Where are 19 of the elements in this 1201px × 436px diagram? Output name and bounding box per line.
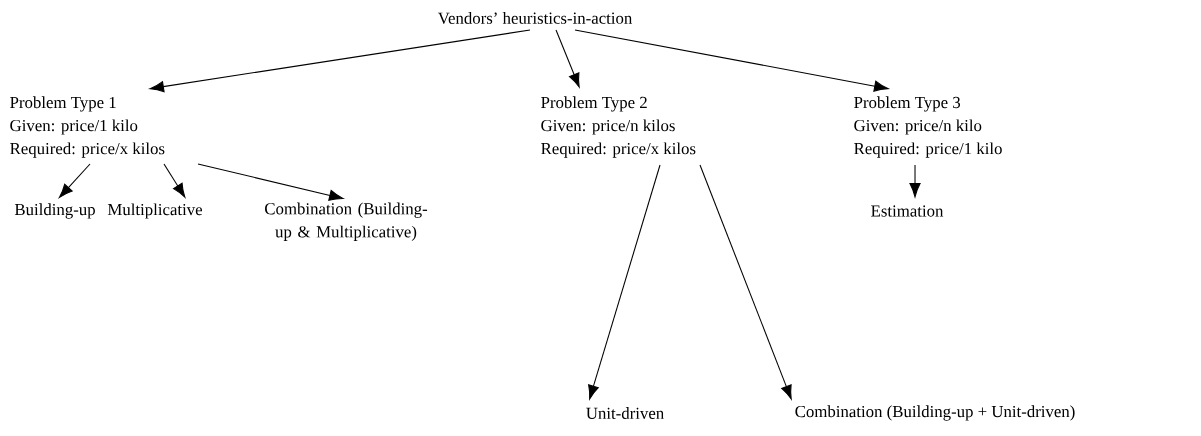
arrow [574, 29, 889, 92]
text-label: Vendors’ heuristics-in-action [437, 12, 633, 24]
text-label: Problem Type 3 Given: price/n kilo Required: price/1 kilo [854, 96, 1002, 158]
text-label: Building-up [14, 203, 95, 219]
text-label: Problem Type 2 Given: price/n kilos Required: price/x kilos [541, 96, 696, 158]
text-label: Problem Type 1 Given: price/1 kilo Required: price/x kilos [10, 96, 165, 158]
text-label: Combination (Building-up & Multiplicative) [265, 202, 428, 241]
arrow [909, 164, 921, 198]
text-label: Unit-driven [586, 407, 664, 419]
arrow [197, 163, 344, 201]
arrow [555, 29, 580, 88]
arrow [58, 163, 91, 198]
arrow [163, 163, 186, 198]
text-label: Multiplicative [107, 203, 203, 219]
arrow [588, 164, 661, 400]
arrow [699, 164, 792, 400]
text-label: Combination (Building-up + Unit-driven) [795, 405, 1075, 421]
arrow [149, 29, 531, 93]
text-label: Estimation [871, 205, 944, 217]
